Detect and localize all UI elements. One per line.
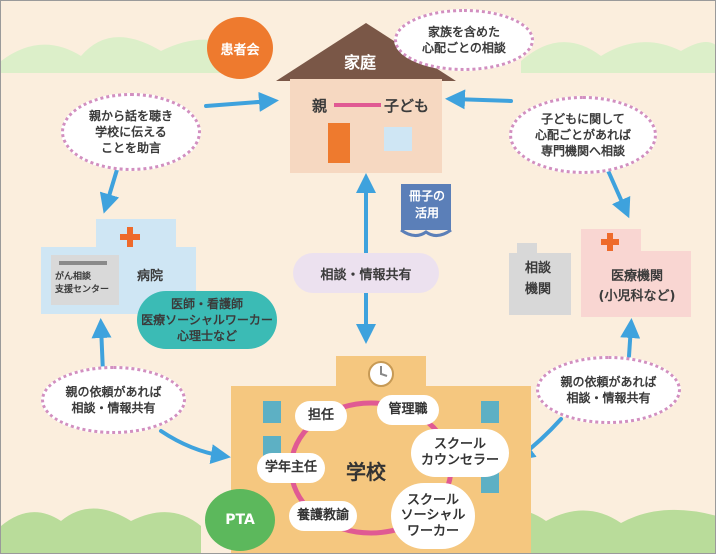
staff-line: 心理士など	[176, 329, 237, 344]
arrow-advice-to-home	[204, 91, 279, 112]
arrow-share-to-clinic	[620, 318, 641, 358]
booklet-line: 冊子の	[408, 189, 445, 203]
support-center-line: 支援センター	[55, 285, 110, 296]
pta-label: PTA	[225, 512, 255, 528]
center-consult-label: 相談・情報共有	[293, 253, 439, 293]
role-tannin: 担任	[295, 401, 347, 431]
role-yogo: 養護教諭	[289, 501, 357, 531]
cloud-advice-line: 親から話を聴き	[88, 108, 173, 123]
role-social-worker-line: ワーカー	[406, 523, 459, 539]
cloud-family-consult-line: 心配ごとの相談	[422, 41, 506, 55]
cloud-share-left-line: 相談・情報共有	[71, 401, 156, 415]
child-label: 子ども	[384, 97, 430, 115]
patient-group-label: 患者会	[220, 42, 260, 58]
cloud-family-consult-line: 家族を含めた	[427, 24, 500, 39]
role-social-worker-line: ソーシャル	[400, 508, 466, 524]
center-consult-text: 相談・情報共有	[320, 267, 412, 283]
role-social-worker: スクールソーシャルワーカー	[391, 483, 475, 549]
school-label: 学校	[346, 460, 386, 484]
role-social-worker-line: スクール	[406, 492, 459, 508]
staff-line: 医師・看護師	[170, 296, 243, 311]
cloud-specialist: 子どもに関して心配ごとがあれば専門機関へ相談	[509, 96, 657, 174]
role-counselor-line: スクール	[433, 437, 486, 453]
cloud-specialist-line: 専門機関へ相談	[540, 144, 625, 159]
clinic-line: (小児科など)	[598, 288, 676, 304]
parent-label: 親	[312, 97, 328, 115]
role-yogo-text: 養護教諭	[296, 508, 349, 524]
clinic-building: 医療機関 (小児科など)	[581, 229, 691, 317]
consult-agency-line: 相談	[525, 261, 552, 276]
arrow-share-to-school	[159, 429, 231, 465]
role-gakunen-text: 学年主任	[264, 460, 317, 476]
support-center-line: がん相談	[55, 272, 92, 282]
cloud-share-left: 親の依頼があれば相談・情報共有	[41, 366, 186, 434]
arrow-specialist-to-clinic	[604, 164, 631, 219]
cloud-share-right: 親の依頼があれば相談・情報共有	[536, 356, 681, 424]
cloud-share-left-line: 親の依頼があれば	[65, 384, 162, 399]
role-kanrishoku: 管理職	[377, 395, 439, 425]
cloud-specialist-line: 心配ごとがあれば	[534, 127, 631, 142]
consult-agency-building: 相談 機関	[509, 243, 571, 315]
hospital-staff-bubble: 医師・看護師 医療ソーシャルワーカー 心理士など	[137, 291, 277, 349]
cloud-advice: 親から話を聴き学校に伝えることを助言	[61, 93, 201, 171]
role-counselor-line: カウンセラー	[420, 453, 499, 468]
role-tannin-text: 担任	[307, 408, 334, 424]
consult-agency-line: 機関	[525, 281, 552, 297]
cloud-specialist-line: 子どもに関して	[541, 111, 625, 126]
cloud-share-right-line: 親の依頼があれば	[560, 374, 657, 389]
arrow-share-to-hospital	[91, 318, 112, 375]
hospital-label: 病院	[137, 269, 164, 284]
cloud-advice-line: ことを助言	[100, 141, 161, 156]
home-title: 家庭	[344, 53, 377, 72]
pta-badge: PTA	[205, 489, 275, 551]
home-building: 家庭 親 子ども	[276, 23, 456, 173]
cloud-share-right-line: 相談・情報共有	[566, 391, 651, 405]
staff-line: 医療ソーシャルワーカー	[141, 312, 273, 327]
booklet-line: 活用	[414, 205, 439, 220]
clinic-line: 医療機関	[610, 269, 663, 284]
role-kanrishoku-text: 管理職	[388, 402, 428, 418]
cloud-advice-line: 学校に伝える	[95, 124, 167, 139]
cloud-family-consult: 家族を含めた心配ごとの相談	[394, 9, 534, 71]
booklet-icon: 冊子の 活用	[395, 184, 459, 237]
patient-group-badge: 患者会	[207, 17, 273, 79]
role-counselor: スクールカウンセラー	[411, 429, 509, 477]
role-gakunen: 学年主任	[257, 453, 325, 483]
arrow-specialist-to-home	[445, 89, 513, 110]
